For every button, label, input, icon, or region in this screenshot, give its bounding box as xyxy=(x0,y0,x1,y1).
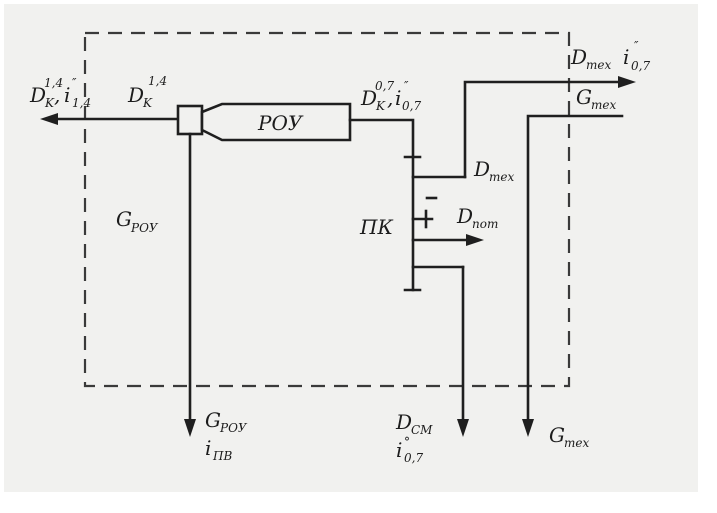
rou-water-arrow xyxy=(184,419,196,437)
g-tech-bottom-sub: тех xyxy=(564,436,589,450)
i-cm-sup: ° xyxy=(404,435,410,449)
g-tech-top-label: G xyxy=(576,85,592,109)
d-tech-top-i: i xyxy=(623,45,629,69)
d-pot-sub: пот xyxy=(472,217,498,231)
d-tech-top-i-prime: ″ xyxy=(634,39,639,53)
rou-outlet-line xyxy=(348,118,415,292)
steam-header xyxy=(176,104,204,136)
cm-arrow xyxy=(457,419,469,437)
inlet-i-sub: 1,4 xyxy=(72,96,91,110)
d-tech-top-i-sub: 0,7 xyxy=(631,59,650,73)
inlet-d-label: D xyxy=(29,83,46,107)
g-tech-bottom-label: G xyxy=(549,423,565,447)
rou-out-sep: , xyxy=(387,86,393,110)
d-tech-top-label: D xyxy=(570,45,587,69)
d-cm-label: D xyxy=(395,410,412,434)
g-rou-label: G xyxy=(116,207,132,231)
d-tech-mid-sub: тех xyxy=(489,170,514,184)
tech-steam-line xyxy=(463,80,624,179)
header-d-sub: K xyxy=(142,96,153,110)
d-pot-label: D xyxy=(456,204,473,228)
header-d-sup: 1,4 xyxy=(148,74,167,88)
inlet-d-sup: 1,4 xyxy=(44,76,63,90)
i-pv-sub: ПВ xyxy=(212,449,232,463)
g-rou-bottom-sub: РОУ xyxy=(219,421,248,435)
inlet-sep: , xyxy=(54,83,60,107)
inlet-i-label: i xyxy=(64,83,70,107)
inlet-i-prime: ″ xyxy=(72,76,77,90)
inlet-d-sub: K xyxy=(44,96,55,110)
system-boundary xyxy=(83,31,571,388)
g-rou-sub: РОУ xyxy=(130,221,159,235)
rou-label: РОУ xyxy=(257,111,304,135)
g-tech-top-sub: тех xyxy=(591,98,616,112)
rou-out-i-sub: 0,7 xyxy=(402,99,421,113)
rou-unit xyxy=(200,102,352,142)
d-tech-mid-label: D xyxy=(473,157,490,181)
scanned-paper xyxy=(4,4,698,492)
i-cm-label: i xyxy=(396,438,402,462)
g-rou-bottom-label: G xyxy=(205,408,221,432)
rou-out-d-label: D xyxy=(360,86,377,110)
rou-out-i-prime: ″ xyxy=(404,79,409,93)
tech-steam-arrow xyxy=(618,76,636,88)
header-d-label: D xyxy=(127,83,144,107)
i-cm-sub: 0,7 xyxy=(404,451,423,465)
rou-out-d-sub: K xyxy=(375,99,386,113)
tech-return-line xyxy=(526,114,624,422)
d-cm-sub: СМ xyxy=(411,423,433,437)
inlet-arrow xyxy=(40,113,58,125)
pk-label: ПК xyxy=(359,215,393,239)
i-pv-label: i xyxy=(205,436,211,460)
rou-out-d-sup: 0,7 xyxy=(375,79,394,93)
d-tech-top-sub: тех xyxy=(586,58,611,72)
tech-return-arrow xyxy=(522,419,534,437)
rou-out-i-label: i xyxy=(395,86,401,110)
pot-arrow xyxy=(466,234,484,246)
